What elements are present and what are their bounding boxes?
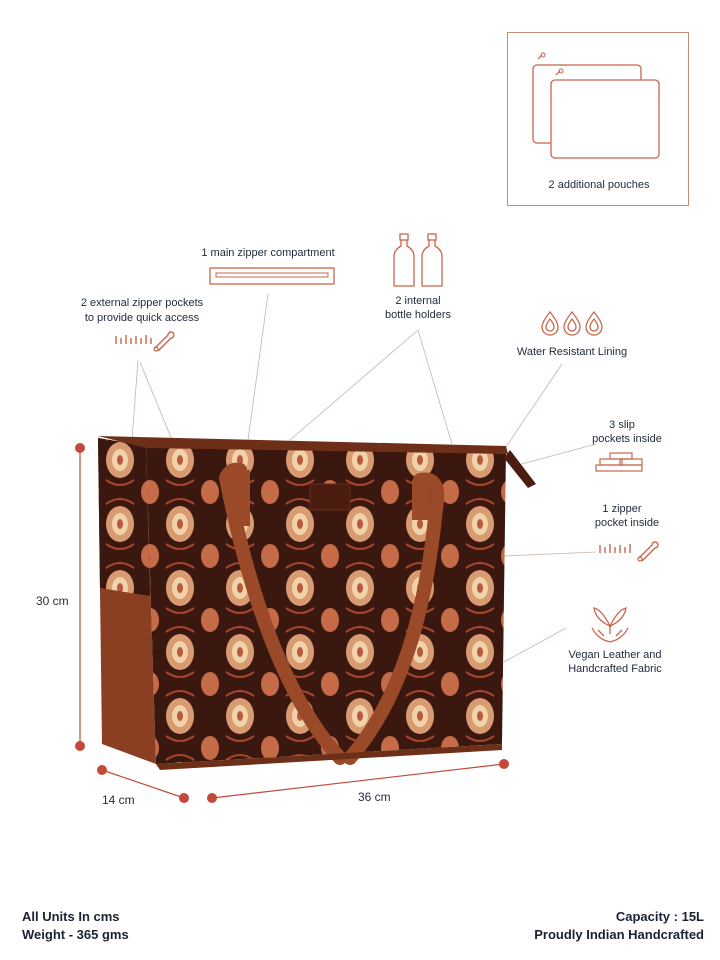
units-note: All Units In cms [22, 909, 120, 924]
width-dot-left [207, 793, 217, 803]
bottle-holders-label-1: 2 internal [395, 295, 441, 307]
slip-pockets-label-1: 3 slip [609, 419, 635, 431]
safety-pin-icon-2 [637, 541, 659, 562]
pouches-panel: 2 additional pouches [507, 32, 689, 206]
zipper-teeth-icon-2 [599, 544, 631, 553]
slip-pocket-icon [595, 452, 643, 472]
pouch-icon [532, 52, 660, 159]
weight-note: Weight - 365 gms [22, 927, 129, 942]
height-label: 30 cm [36, 594, 69, 608]
safety-pin-icon [153, 331, 175, 352]
slip-pockets-label-2: pockets inside [592, 433, 662, 445]
depth-dot-right [179, 793, 189, 803]
bottle-icon [393, 233, 443, 287]
vegan-label-1: Vegan Leather and [568, 649, 662, 661]
depth-dot-left [97, 765, 107, 775]
external-pockets-label-2: to provide quick access [84, 312, 200, 324]
width-label: 36 cm [358, 790, 391, 804]
water-resistant-label: Water Resistant Lining [516, 346, 628, 358]
bottle-holders-label-2: bottle holders [384, 309, 452, 321]
leaf-hands-icon [591, 607, 629, 643]
height-dot-top [75, 443, 85, 453]
depth-label: 14 cm [102, 793, 135, 807]
zipper-teeth-icon [115, 335, 152, 344]
zipper-pocket-label-1: 1 zipper [602, 503, 642, 515]
water-drop-icon [541, 310, 603, 336]
height-dot-bottom [75, 741, 85, 751]
external-pockets-label-1: 2 external zipper pockets [80, 297, 204, 309]
capacity-note: Capacity : 15L [615, 909, 704, 924]
main-zipper-label: 1 main zipper compartment [201, 247, 335, 259]
vegan-label-2: Handcrafted Fabric [568, 663, 662, 675]
handbag-image [98, 436, 536, 770]
origin-note: Proudly Indian Handcrafted [534, 927, 704, 942]
zipper-pocket-label-2: pocket inside [594, 517, 660, 529]
width-dot-right [499, 759, 509, 769]
zipper-icon [209, 267, 335, 285]
pouches-label: 2 additional pouches [548, 179, 650, 191]
